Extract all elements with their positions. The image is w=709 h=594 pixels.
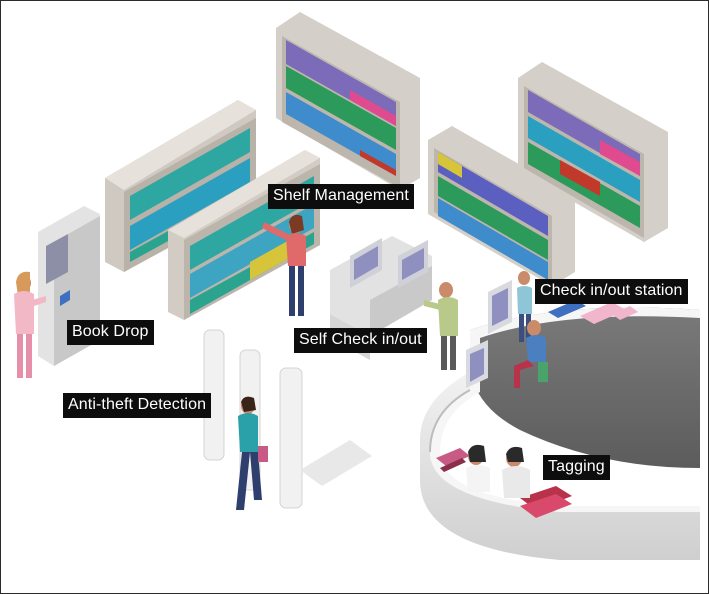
- computer-monitor-icon: [330, 236, 432, 360]
- books-stack-icon: [436, 300, 638, 518]
- anti-theft-label: Anti-theft Detection: [63, 393, 212, 418]
- person-icon: [236, 396, 268, 510]
- bookshelf-icon: [428, 126, 575, 286]
- person-icon: [466, 444, 490, 492]
- security-gate-icon: [203, 329, 372, 509]
- self-check-label: Self Check in/out: [294, 328, 427, 353]
- person-icon: [262, 214, 306, 316]
- service-desk-icon: [420, 307, 700, 560]
- bookshelf-icon: [518, 62, 668, 242]
- shelf-management-label: Shelf Management: [268, 184, 414, 209]
- book-drop-label: Book Drop: [67, 320, 154, 345]
- computer-monitor-icon: [466, 280, 512, 388]
- person-icon: [502, 446, 530, 498]
- check-station-label: Check in/out station: [535, 279, 688, 304]
- tagging-label: Tagging: [543, 455, 610, 480]
- bookshelf-icon: [276, 12, 420, 190]
- person-icon: [514, 320, 548, 388]
- person-icon: [424, 282, 458, 370]
- person-icon: [14, 271, 46, 378]
